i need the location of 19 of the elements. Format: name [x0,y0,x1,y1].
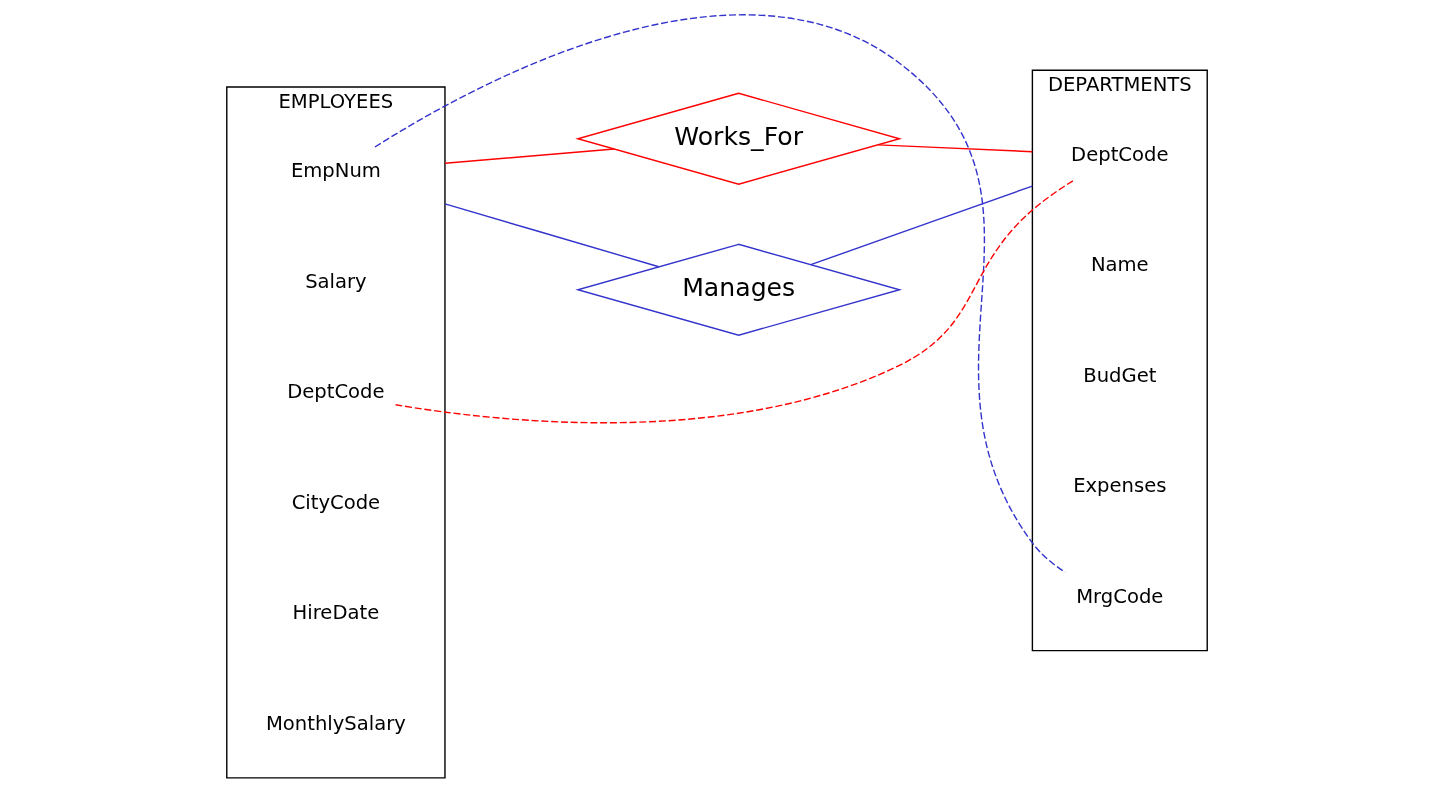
node-text: Name [1090,253,1149,277]
node-diamond: Manages [575,243,903,336]
node-text: DeptCode [1071,142,1169,166]
connector [444,203,660,268]
node-text: Salary [305,269,367,293]
connector [444,148,615,164]
node-diamond: Works_For [575,92,903,185]
connector [394,180,1074,424]
node-text: HireDate [292,601,380,625]
node-text: MonthlySalary [265,711,406,735]
connector [877,144,1034,153]
connector [810,185,1034,266]
node-text: EmpNum [290,159,381,183]
connector [374,14,1066,573]
node-text: MrgCode [1076,584,1164,608]
node-text: DeptCode [287,380,385,404]
node-text: CityCode [291,490,381,514]
node-text: Expenses [1073,474,1167,498]
node-text: BudGet [1083,363,1157,387]
